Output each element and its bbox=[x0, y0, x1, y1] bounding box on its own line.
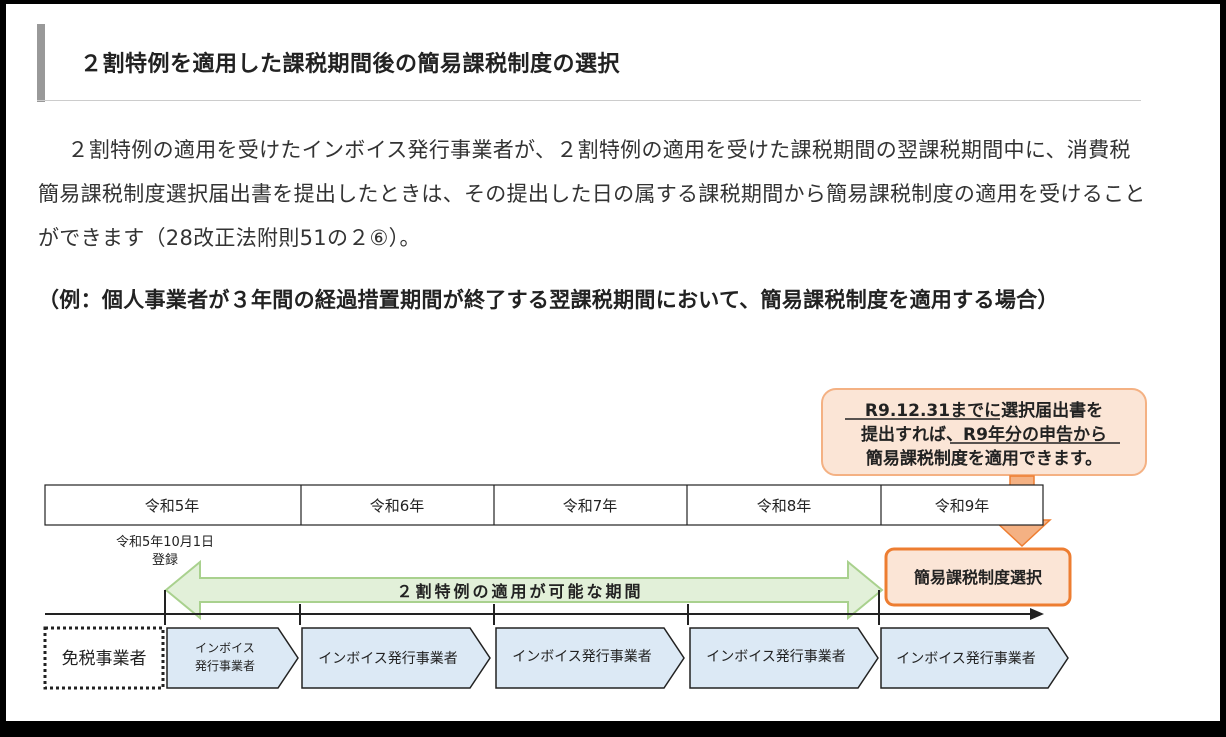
registration-label: 登録 bbox=[152, 553, 178, 568]
invoice-chevron-label: インボイス発行事業者 bbox=[706, 649, 846, 665]
invoice-first-line-1: インボイス bbox=[195, 641, 255, 655]
invoice-first-line-2: 発行事業者 bbox=[195, 659, 255, 673]
invoice-chevron bbox=[880, 627, 1069, 689]
exempt-business-label: 免税事業者 bbox=[62, 649, 147, 669]
callout-line-3: 簡易課税制度を適用できます。 bbox=[865, 448, 1102, 469]
period-label: ２割特例の適用が可能な期間 bbox=[396, 582, 643, 601]
callout-line-2: 提出すれば、R9年分の申告から bbox=[861, 424, 1107, 445]
invoice-chevron-label: インボイス発行事業者 bbox=[512, 649, 652, 665]
year-label: 令和7年 bbox=[563, 497, 618, 515]
invoice-chevron-first bbox=[166, 627, 299, 689]
callout-box bbox=[821, 388, 1147, 476]
invoice-chevron bbox=[495, 627, 685, 689]
year-label: 令和6年 bbox=[370, 497, 425, 515]
example-caption: （例：個人事業者が３年間の経過措置期間が終了する翌課税期間において、簡易課税制度… bbox=[38, 288, 1059, 312]
heading-divider bbox=[37, 100, 1141, 101]
invoice-chevron-label: インボイス発行事業者 bbox=[896, 651, 1036, 667]
year-label: 令和9年 bbox=[935, 497, 990, 515]
year-label: 令和8年 bbox=[757, 497, 812, 515]
registration-date: 令和5年10月1日 bbox=[116, 535, 214, 550]
invoice-chevron bbox=[301, 627, 491, 689]
invoice-chevron-label: インボイス発行事業者 bbox=[318, 651, 458, 667]
heading-accent-bar bbox=[37, 24, 45, 102]
year-label: 令和5年 bbox=[145, 497, 200, 515]
section-heading: ２割特例を適用した課税期間後の簡易課税制度の選択 bbox=[80, 52, 621, 77]
timeline-arrow-head-icon bbox=[1030, 608, 1044, 620]
simplified-tax-choice-label: 簡易課税制度選択 bbox=[913, 568, 1043, 587]
simplified-tax-choice-box bbox=[884, 547, 1072, 607]
body-paragraph: ２割特例の適用を受けたインボイス発行事業者が、２割特例の適用を受けた課税期間の翌… bbox=[38, 138, 1146, 250]
callout-line-1: R9.12.31までに選択届出書を bbox=[865, 400, 1103, 421]
period-double-arrow bbox=[164, 559, 884, 621]
exempt-business-box bbox=[43, 626, 165, 690]
invoice-chevron bbox=[689, 627, 879, 689]
year-row bbox=[44, 484, 1044, 526]
